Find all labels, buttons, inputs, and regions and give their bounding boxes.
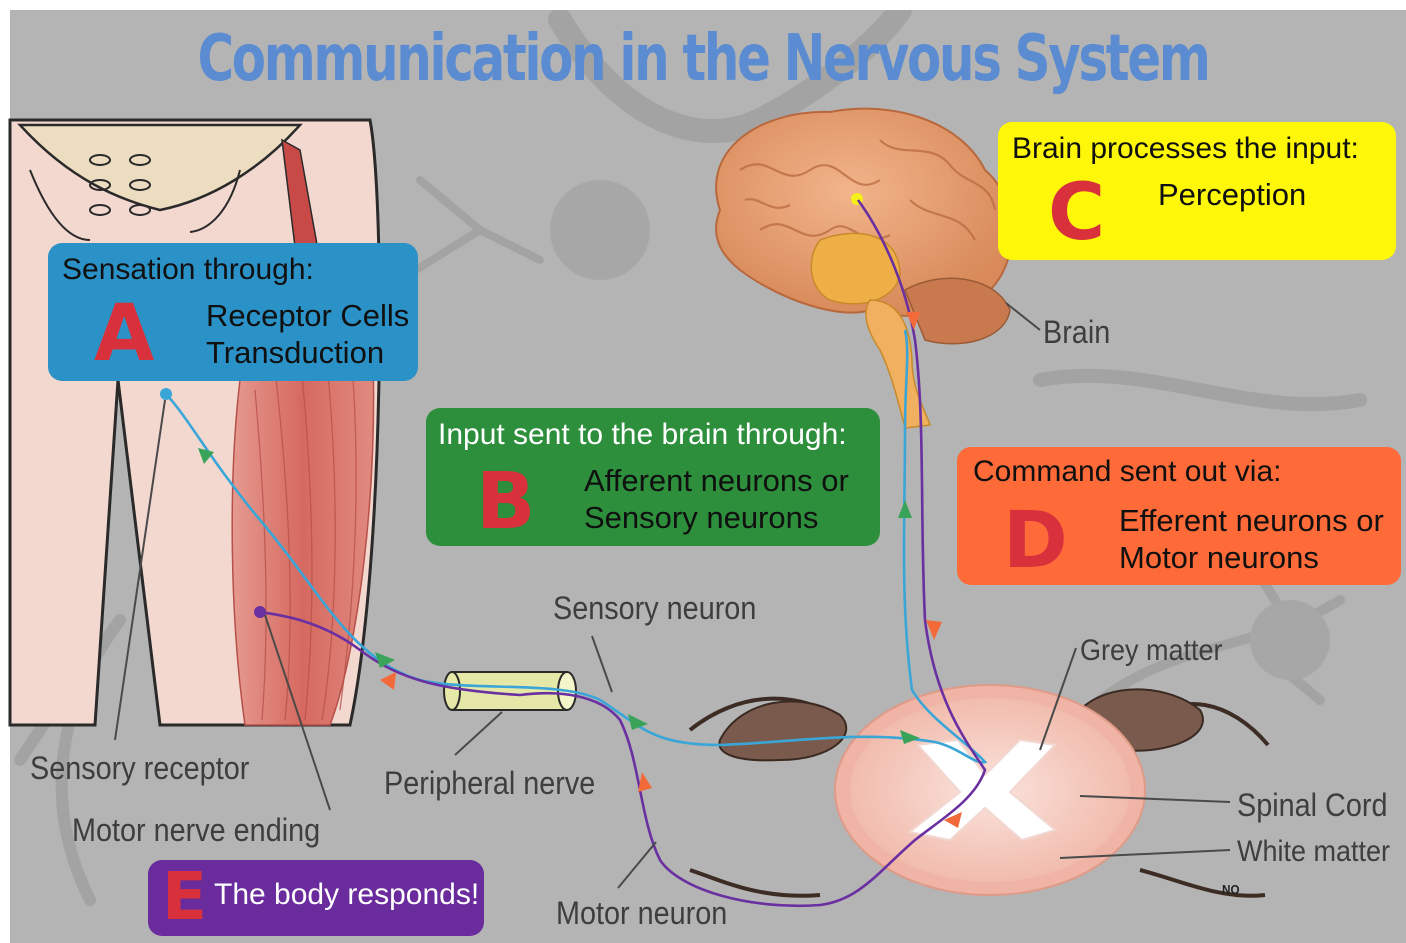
label-brain: Brain: [1043, 314, 1110, 351]
stage-a-box: Sensation through: A Receptor Cells Tran…: [48, 243, 418, 381]
stage-d-line-2: Motor neurons: [1119, 540, 1319, 576]
artist-signature: NO: [1222, 882, 1240, 897]
stage-c-letter: C: [1048, 174, 1105, 252]
stage-e-letter: E: [162, 864, 207, 930]
stage-e-box: E The body responds!: [148, 860, 484, 936]
label-grey-matter: Grey matter: [1080, 634, 1223, 668]
stage-c-heading: Brain processes the input:: [1012, 132, 1359, 166]
stage-b-line-2: Sensory neurons: [584, 500, 818, 536]
stage-b-letter: B: [476, 463, 535, 541]
stage-d-letter: D: [1003, 502, 1068, 580]
stage-d-heading: Command sent out via:: [973, 455, 1281, 489]
leg-illustration: [10, 120, 380, 725]
label-peripheral-nerve: Peripheral nerve: [384, 765, 595, 802]
label-spinal-cord: Spinal Cord: [1237, 787, 1387, 824]
stage-c-box: Brain processes the input: C Perception: [998, 122, 1396, 260]
stage-b-heading: Input sent to the brain through:: [438, 418, 847, 452]
label-sensory-receptor: Sensory receptor: [30, 750, 249, 787]
stage-a-line-1: Receptor Cells: [206, 298, 409, 334]
stage-e-text: The body responds!: [214, 878, 479, 912]
stage-d-box: Command sent out via: D Efferent neurons…: [957, 447, 1401, 585]
stage-a-line-2: Transduction: [206, 335, 384, 371]
stage-d-line-1: Efferent neurons or: [1119, 503, 1384, 539]
label-white-matter: White matter: [1237, 835, 1390, 869]
label-motor-neuron: Motor neuron: [556, 895, 727, 932]
stage-c-line-1: Perception: [1158, 177, 1306, 213]
stage-a-heading: Sensation through:: [62, 253, 314, 287]
diagram-title: Communication in the Nervous System: [155, 22, 1252, 96]
spinal-cord-illustration: [690, 685, 1268, 896]
label-motor-nerve-ending: Motor nerve ending: [72, 812, 320, 849]
stage-a-letter: A: [94, 295, 154, 373]
stage-b-line-1: Afferent neurons or: [584, 463, 849, 499]
label-sensory-neuron: Sensory neuron: [553, 590, 756, 627]
peripheral-nerve-cylinder: [444, 672, 576, 710]
brain-illustration: [716, 109, 1012, 428]
stage-b-box: Input sent to the brain through: B Affer…: [426, 408, 880, 546]
